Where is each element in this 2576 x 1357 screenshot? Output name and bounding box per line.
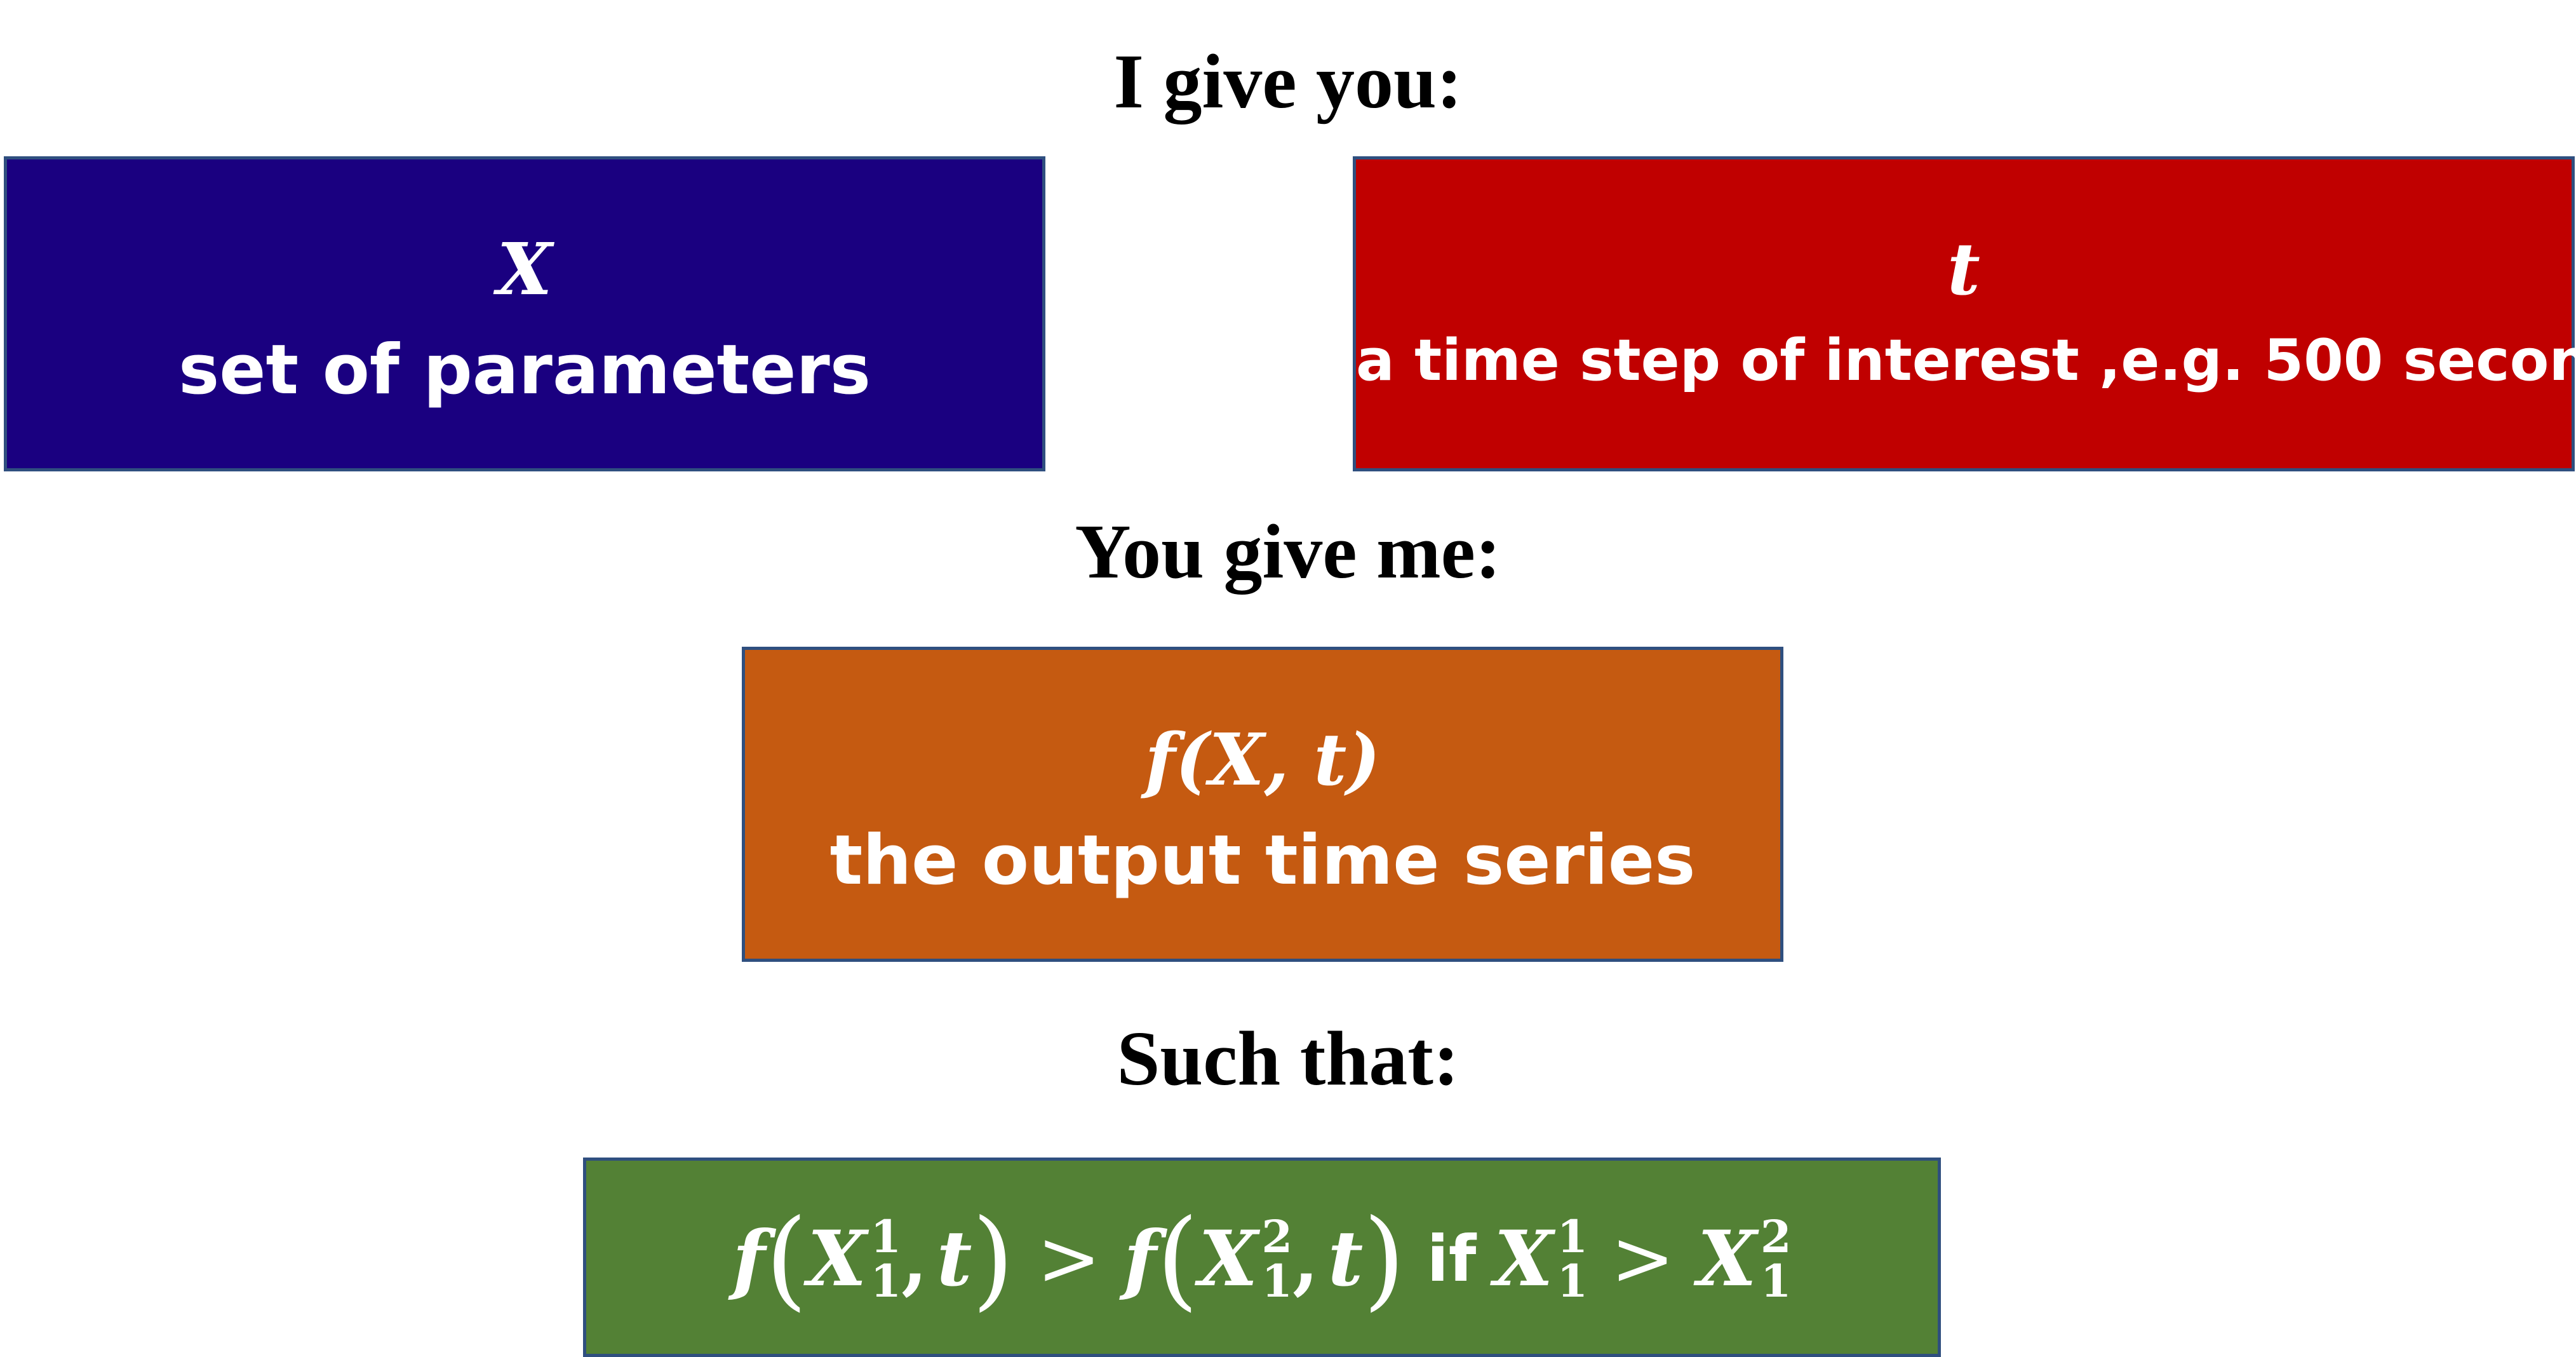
- input-parameters-box: X set of parameters: [4, 156, 1045, 471]
- x-1-1-term-left: X 1 1: [807, 1215, 901, 1304]
- scripts-right: 2 1: [1261, 1215, 1292, 1304]
- x-var: X: [1494, 1214, 1553, 1304]
- scripts-left: 1 1: [870, 1215, 901, 1304]
- x-var: X: [1198, 1214, 1258, 1304]
- comma: ,: [901, 1214, 928, 1304]
- sub: 1: [1557, 1255, 1588, 1307]
- if-word: if: [1426, 1222, 1477, 1296]
- scripts-cond-b: 2 1: [1761, 1215, 1792, 1304]
- t-var: t: [936, 1214, 972, 1304]
- x-2-1-term-right: X 2 1: [1698, 1215, 1792, 1304]
- x-symbol: X: [497, 228, 553, 311]
- sup: 2: [1760, 1210, 1792, 1263]
- x-2-1-term-left: X 2 1: [1198, 1215, 1292, 1304]
- condition-box: f ( X 1 1 , t ) > f ( X 2 1 , t ) if X: [583, 1158, 1941, 1357]
- f-symbol-right: f: [1124, 1214, 1157, 1304]
- x-1-1-term-right: X 1 1: [1494, 1215, 1588, 1304]
- time-step-label: a time step of interest ,e.g. 500 second…: [1356, 327, 2576, 394]
- sup: 1: [1557, 1210, 1588, 1263]
- heading-you-give-me: You give me:: [1075, 509, 1501, 595]
- scripts-cond-a: 1 1: [1557, 1215, 1588, 1304]
- heading-i-give-you: I give you:: [1113, 39, 1463, 125]
- t-var: t: [1327, 1214, 1364, 1304]
- sub: 1: [1760, 1255, 1792, 1307]
- sub: 1: [1261, 1255, 1293, 1307]
- input-time-step-box: t a time step of interest ,e.g. 500 seco…: [1353, 156, 2576, 471]
- close-paren-left: ): [972, 1196, 1014, 1322]
- open-paren-left: (: [765, 1196, 808, 1322]
- heading-such-that: Such that:: [1117, 1016, 1459, 1102]
- close-paren-right: ): [1363, 1196, 1405, 1322]
- t-symbol: t: [1947, 228, 1980, 311]
- greater-than: >: [1036, 1215, 1101, 1303]
- comma: ,: [1292, 1214, 1319, 1304]
- open-paren-right: (: [1156, 1196, 1199, 1322]
- condition-formula: f ( X 1 1 , t ) > f ( X 2 1 , t ) if X: [586, 1199, 1938, 1320]
- f-of-x-t-symbol: f(X, t): [1144, 719, 1381, 802]
- sub: 1: [870, 1255, 902, 1307]
- sup: 1: [870, 1210, 902, 1263]
- parameters-label: set of parameters: [178, 330, 871, 410]
- greater-than: >: [1611, 1215, 1675, 1303]
- sup: 2: [1261, 1210, 1293, 1263]
- output-time-series-box: f(X, t) the output time series: [742, 647, 1783, 962]
- x-var: X: [807, 1214, 867, 1304]
- f-symbol-left: f: [732, 1214, 766, 1304]
- output-label: the output time series: [829, 821, 1696, 900]
- x-var: X: [1697, 1214, 1757, 1304]
